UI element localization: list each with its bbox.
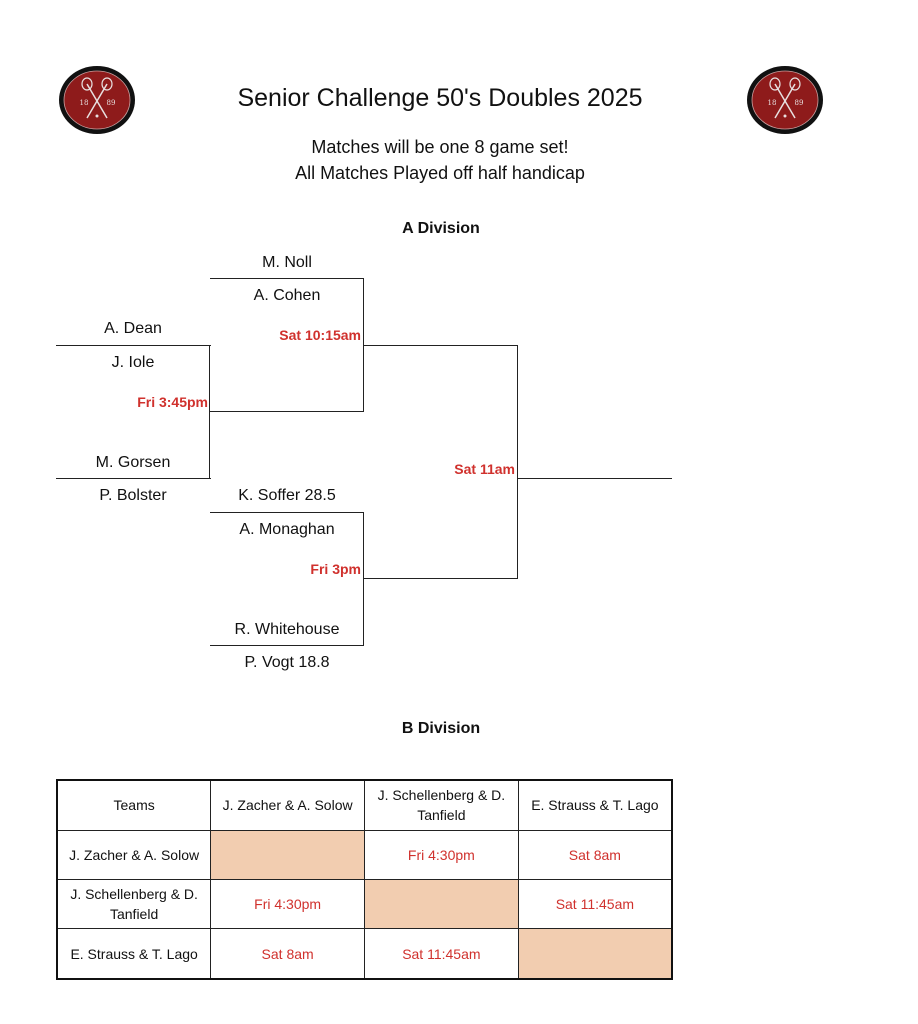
logo-text-right: 89 bbox=[795, 99, 804, 107]
subtitle-handicap: All Matches Played off half handicap bbox=[295, 163, 585, 183]
match-time-cell: Sat 11:45am bbox=[364, 928, 519, 980]
club-logo-left: 18 89 bbox=[59, 66, 135, 134]
match-time-cell: Sat 8am bbox=[210, 928, 365, 980]
bracket-line bbox=[364, 345, 518, 346]
blank-cell bbox=[210, 829, 365, 880]
table-row: J. Schellenberg & D. Tanfield Fri 4:30pm… bbox=[56, 878, 673, 930]
logo-text-left: 18 bbox=[768, 99, 777, 107]
team-name: P. Bolster bbox=[99, 487, 167, 504]
match-time: Fri 3pm bbox=[310, 561, 361, 577]
team-name: P. Vogt 18.8 bbox=[244, 654, 330, 671]
match-time-cell: Fri 4:30pm bbox=[364, 829, 519, 880]
bracket-line bbox=[518, 478, 672, 479]
row-team-cell: J. Zacher & A. Solow bbox=[56, 829, 212, 880]
bracket-line bbox=[363, 512, 364, 645]
bracket-line bbox=[210, 512, 364, 513]
bracket-line bbox=[56, 478, 211, 479]
team-name: A. Cohen bbox=[253, 287, 321, 304]
table-header-cell: J. Zacher & A. Solow bbox=[210, 779, 365, 831]
logo-text-right: 89 bbox=[107, 99, 116, 107]
team-name: M. Gorsen bbox=[95, 454, 171, 471]
logo-text-left: 18 bbox=[80, 99, 89, 107]
table-header-cell: E. Strauss & T. Lago bbox=[517, 779, 673, 831]
bracket-line bbox=[210, 278, 364, 279]
bracket-line bbox=[56, 345, 211, 346]
match-time: Sat 10:15am bbox=[279, 327, 361, 343]
team-name: A. Monaghan bbox=[239, 521, 335, 538]
blank-cell bbox=[364, 878, 519, 930]
team-name: M. Noll bbox=[262, 254, 312, 271]
bracket-line bbox=[364, 578, 518, 579]
page-title: Senior Challenge 50's Doubles 2025 bbox=[237, 84, 643, 112]
team-name: A. Dean bbox=[104, 320, 162, 337]
table-row: J. Zacher & A. Solow Fri 4:30pm Sat 8am bbox=[56, 829, 673, 880]
table-row: E. Strauss & T. Lago Sat 8am Sat 11:45am bbox=[56, 928, 673, 980]
b-division-table: Teams J. Zacher & A. Solow J. Schellenbe… bbox=[56, 779, 673, 980]
bracket-line bbox=[210, 411, 364, 412]
match-time: Fri 3:45pm bbox=[137, 394, 208, 410]
bracket-line bbox=[517, 345, 518, 579]
b-division-title: B Division bbox=[401, 720, 481, 737]
match-time-cell: Sat 8am bbox=[517, 829, 673, 880]
team-name: K. Soffer 28.5 bbox=[238, 487, 336, 504]
row-team-cell: E. Strauss & T. Lago bbox=[56, 928, 212, 980]
table-header-cell: Teams bbox=[56, 779, 212, 831]
bracket-line bbox=[363, 278, 364, 411]
table-header-row: Teams J. Zacher & A. Solow J. Schellenbe… bbox=[56, 779, 673, 831]
bracket-line bbox=[210, 645, 364, 646]
bracket-line bbox=[209, 345, 210, 478]
match-time: Sat 11am bbox=[454, 461, 515, 477]
a-division-title: A Division bbox=[402, 220, 480, 237]
team-name: J. Iole bbox=[111, 354, 155, 371]
match-time-cell: Sat 11:45am bbox=[517, 878, 673, 930]
row-team-cell: J. Schellenberg & D. Tanfield bbox=[56, 878, 212, 930]
subtitle-format: Matches will be one 8 game set! bbox=[311, 137, 569, 157]
table-header-cell: J. Schellenberg & D. Tanfield bbox=[364, 779, 519, 831]
team-name: R. Whitehouse bbox=[234, 621, 340, 638]
blank-cell bbox=[517, 928, 673, 980]
match-time-cell: Fri 4:30pm bbox=[210, 878, 365, 930]
club-logo-right: 18 89 bbox=[747, 66, 823, 134]
